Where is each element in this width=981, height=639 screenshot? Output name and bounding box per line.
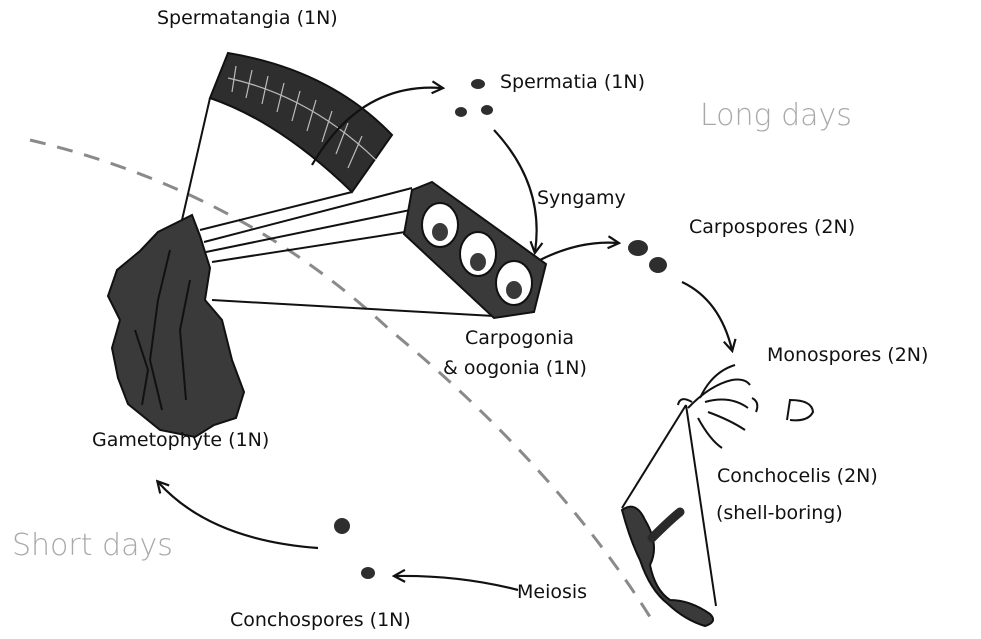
arrow-meiosis-to-conchospores xyxy=(395,576,518,590)
spermatia-cells xyxy=(455,79,493,117)
label-short-days: Short days xyxy=(12,528,173,563)
arrow-conchospores-to-gametophyte xyxy=(158,482,318,548)
conchocelis-icon xyxy=(622,507,713,626)
conchocelis-connector-lines xyxy=(622,405,716,606)
label-long-days: Long days xyxy=(700,98,852,133)
label-carpospores: Carpospores (2N) xyxy=(689,217,855,239)
label-spermatia: Spermatia (1N) xyxy=(500,72,645,94)
label-spermatangia: Spermatangia (1N) xyxy=(157,8,338,30)
label-conchocelis-line1: Conchocelis (2N) xyxy=(717,466,878,488)
arrow-to-carpospores xyxy=(540,243,618,260)
label-gametophyte: Gametophyte (1N) xyxy=(92,430,269,452)
spermatangia-icon xyxy=(210,53,392,192)
label-carpogonia-line1: Carpogonia xyxy=(465,328,574,350)
label-carpogonia-line2: & oogonia (1N) xyxy=(443,358,587,380)
monospore-germling-icon xyxy=(678,365,813,448)
label-conchospores: Conchospores (1N) xyxy=(230,610,411,632)
label-monospores: Monospores (2N) xyxy=(767,345,928,367)
carpospores-cells xyxy=(628,240,667,273)
cycle-arrows xyxy=(158,88,732,590)
label-conchocelis-line2: (shell-boring) xyxy=(716,503,843,525)
conchospores-cells xyxy=(334,518,375,579)
label-meiosis: Meiosis xyxy=(517,582,587,604)
carpogonia-icon xyxy=(404,182,546,318)
arrow-carpospores-to-monospores xyxy=(682,282,732,350)
label-syngamy: Syngamy xyxy=(537,188,626,210)
